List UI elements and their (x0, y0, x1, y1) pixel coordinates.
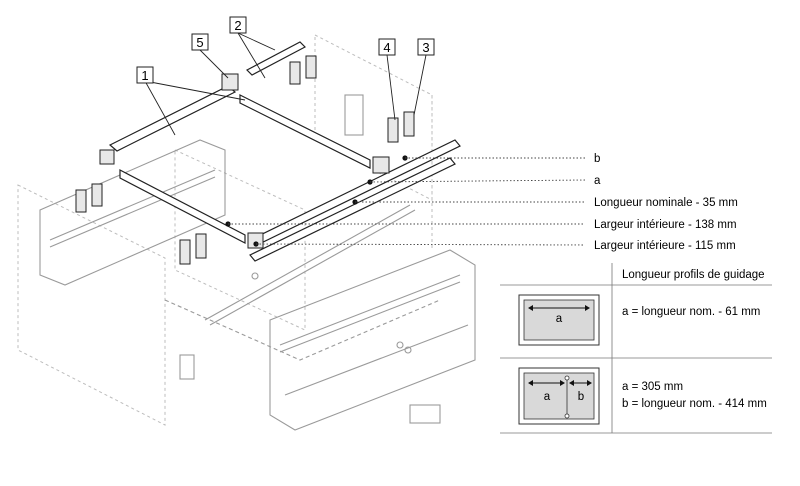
row1-formula: a = longueur nom. - 61 mm (622, 306, 760, 318)
callout-width-138: Largeur intérieure - 138 mm (594, 219, 737, 231)
table-header: Longueur profils de guidage (622, 269, 765, 281)
profile-icon2-label-a: a (544, 391, 551, 403)
part-number-5: 5 (196, 35, 203, 50)
cabinet-ghost (17, 34, 433, 426)
profile-icon2-label-b: b (578, 391, 584, 403)
profile-icon-single: a (518, 294, 600, 346)
rail-1-long (108, 85, 246, 244)
part-number-3: 3 (422, 40, 429, 55)
callout-b: b (594, 153, 600, 165)
callout-width-115: Largeur intérieure - 115 mm (594, 240, 736, 252)
part-number-4: 4 (383, 40, 390, 55)
part-number-boxes: 1 2 3 4 5 (136, 16, 435, 136)
guide-profile-table: Longueur profils de guidage a a = longue… (500, 263, 772, 434)
connector-clips (75, 55, 415, 265)
row2-formula-a: a = 305 mm (622, 381, 683, 393)
row2-formula-b: b = longueur nom. - 414 mm (622, 398, 767, 410)
profile-icon-label-a: a (556, 313, 563, 325)
callout-length: Longueur nominale - 35 mm (594, 197, 738, 209)
callout-a: a (594, 175, 601, 187)
drawer-side-ghost (39, 94, 476, 431)
callout-leaders (228, 157, 586, 246)
part-number-2: 2 (234, 18, 241, 33)
part-number-1: 1 (141, 68, 148, 83)
rail-2-cross (239, 41, 371, 169)
profile-icon-double: a b (518, 367, 600, 425)
